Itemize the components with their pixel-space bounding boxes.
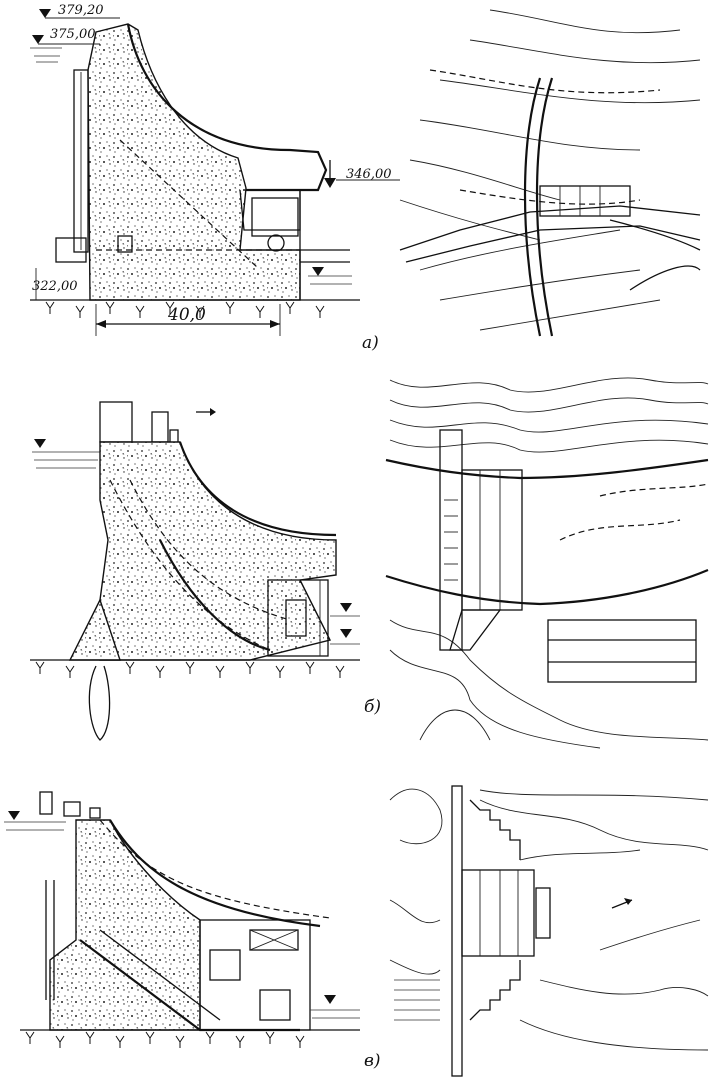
dimension-40: 40,0 (95, 304, 281, 336)
powerhouse-plan-b (461, 469, 523, 611)
elevation-375: 375,00 (50, 27, 96, 42)
headwater-mark-c (8, 811, 20, 820)
caption-b: б) (364, 697, 381, 717)
tailwater-mark-a (312, 267, 324, 276)
elevation-322: 322,00 (32, 279, 78, 294)
panel-a-section: 379,20 375,00 346,00 322,00 40,0 (30, 3, 400, 336)
panel-a-plan (399, 9, 701, 337)
reservoir-water-lines-a (30, 47, 62, 63)
panel-b-section (30, 401, 360, 741)
elevation-346: 346,00 (346, 167, 392, 182)
tower-c2 (63, 801, 81, 817)
turbine-a (267, 234, 285, 252)
tailwater-mark-b1 (340, 603, 352, 612)
svg-text:40,0: 40,0 (167, 305, 206, 325)
powerhouse-a (251, 197, 299, 237)
generator-b (285, 599, 307, 637)
crane-c (249, 929, 299, 951)
intake-block-a (55, 237, 87, 263)
dam-body-a (87, 23, 301, 301)
elevation-mark-375 (32, 35, 44, 44)
reservoir-water-lines-c (394, 979, 440, 1021)
gate-tower-b (99, 401, 133, 443)
tower-c1 (39, 791, 53, 815)
dam-plan-c (451, 785, 463, 1077)
panel-b-plan (385, 377, 709, 749)
foundation-b (30, 659, 360, 679)
spillway-lip-a (126, 23, 328, 192)
panel-c-section (4, 791, 360, 1049)
dam-plan-b (439, 429, 463, 651)
dam-bays-b (444, 499, 458, 581)
caption-c: в) (364, 1051, 381, 1071)
panel-c-plan (389, 785, 709, 1077)
generator-c (209, 949, 241, 981)
powerhouse-c (199, 919, 311, 1031)
upstream-gate-a (73, 69, 89, 253)
powerhouse-plan-c (461, 869, 535, 957)
elevation-379: 379,20 (58, 3, 104, 18)
foundation-c (20, 1029, 360, 1049)
powerhouse-b (267, 579, 329, 657)
powerhouse-plan-a (539, 185, 631, 217)
caption-a: а) (362, 333, 379, 353)
headwater-mark-b (34, 439, 46, 448)
tailwater-mark-c (324, 995, 336, 1004)
foundation-a (30, 299, 360, 319)
elevation-mark-379 (39, 9, 51, 18)
tailwater-mark-b2 (340, 629, 352, 638)
switchyard-plan-b (547, 619, 697, 683)
arch-dam-plan-a (523, 77, 542, 337)
dam-body-b (99, 441, 337, 661)
dam-body-c (49, 819, 201, 1031)
